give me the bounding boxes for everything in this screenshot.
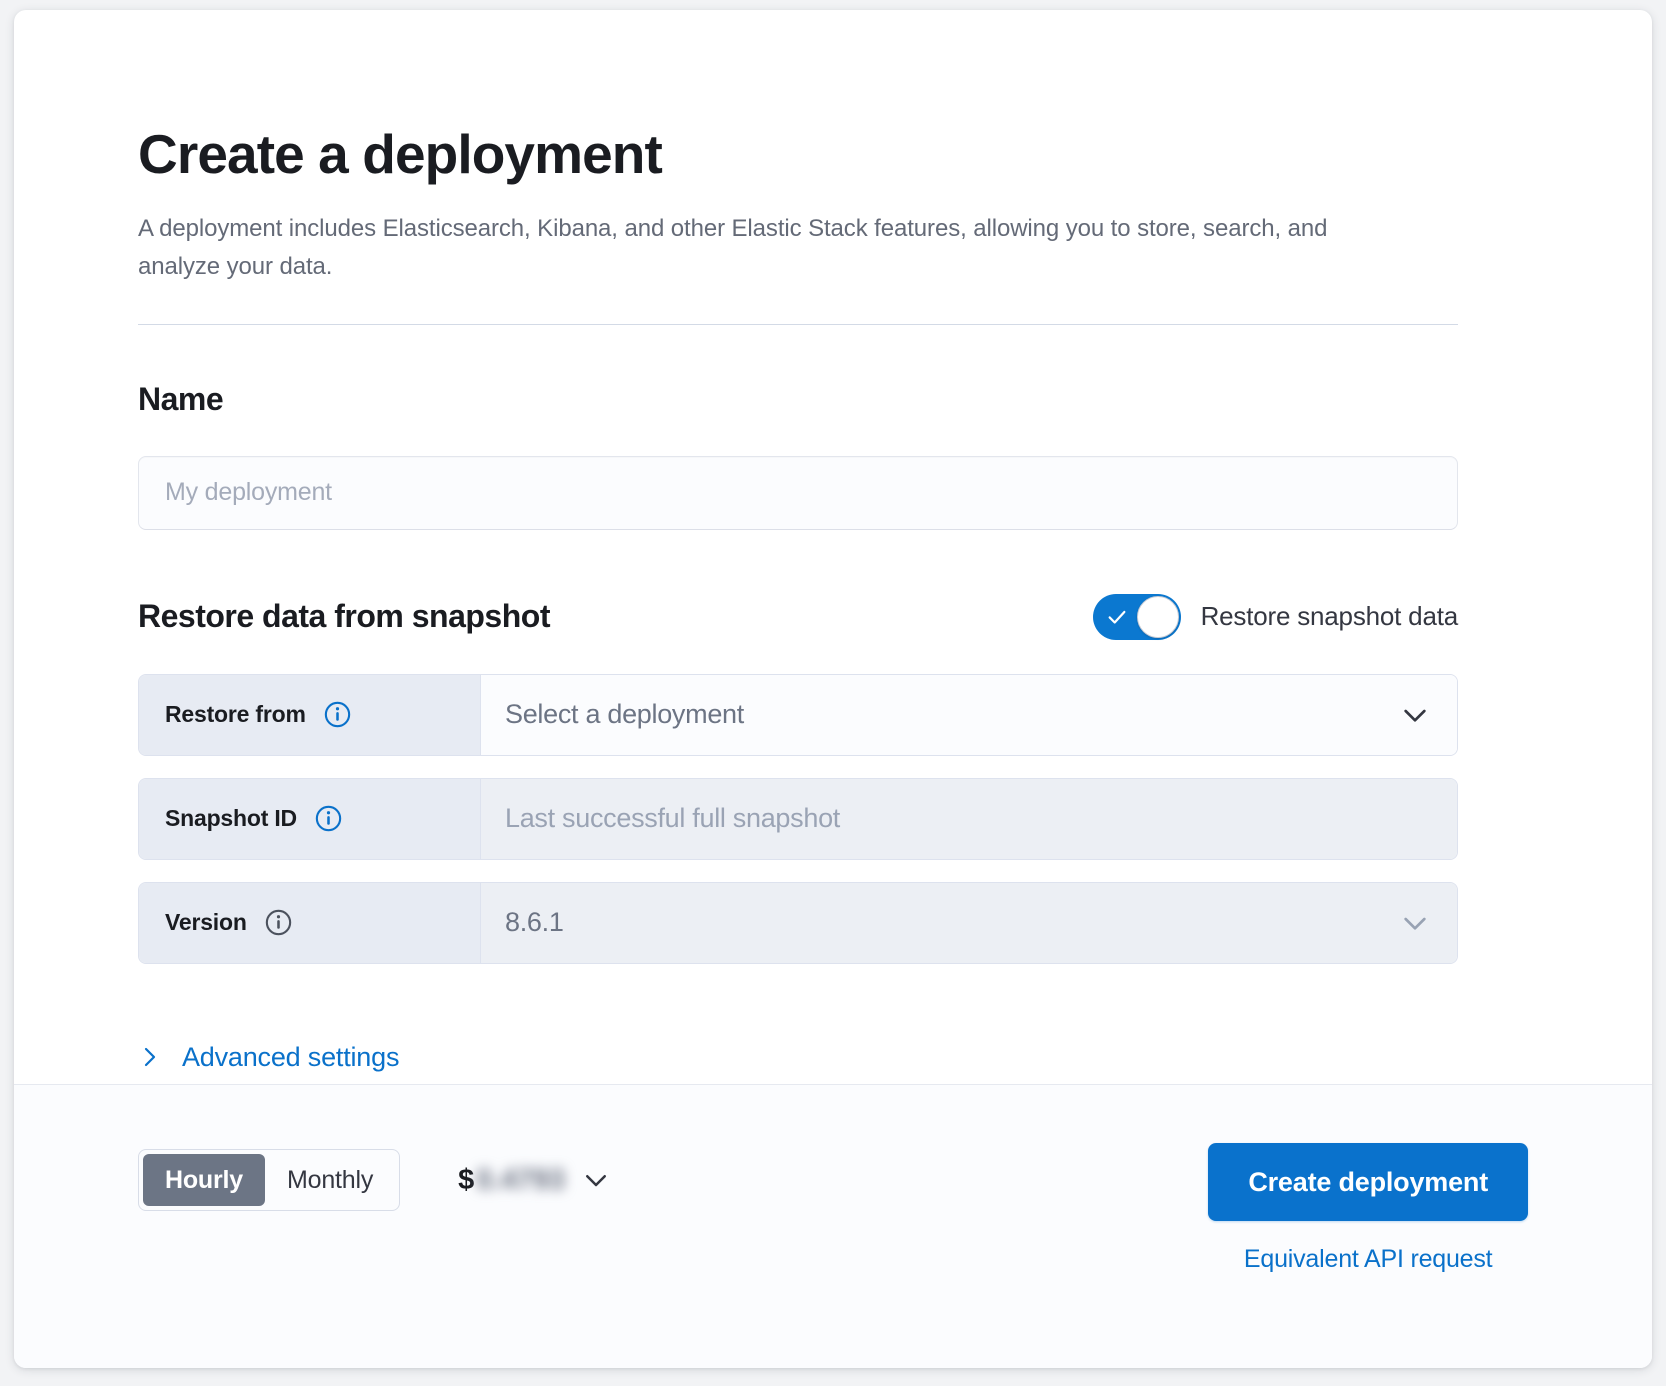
form-row-snapshot-id[interactable]: Snapshot ID Last successful full snapsho…	[138, 777, 1458, 860]
billing-option-hourly[interactable]: Hourly	[143, 1154, 265, 1206]
chevron-down-icon[interactable]	[1399, 699, 1431, 731]
version-select[interactable]: 8.6.1	[481, 882, 1457, 963]
header-divider	[138, 323, 1458, 325]
chevron-down-icon[interactable]	[1399, 907, 1431, 939]
snapshot-id-label: Snapshot ID	[165, 805, 297, 832]
restore-form-rows: Restore from Select a deployment	[138, 673, 1458, 964]
snapshot-id-placeholder: Last successful full snapshot	[505, 803, 840, 834]
form-row-label-cell: Restore from	[139, 674, 481, 755]
deployment-name-input[interactable]: My deployment	[138, 455, 1458, 530]
info-circle-icon[interactable]	[315, 805, 342, 832]
restore-from-label: Restore from	[165, 701, 306, 728]
advanced-settings-label: Advanced settings	[182, 1041, 400, 1072]
restore-section: Restore data from snapshot Restore snaps…	[138, 593, 1458, 1077]
check-icon	[1108, 610, 1126, 624]
footer-left-group: Hourly Monthly $0.4793	[138, 1143, 611, 1211]
snapshot-id-input[interactable]: Last successful full snapshot	[481, 778, 1457, 859]
equivalent-api-request-link[interactable]: Equivalent API request	[1243, 1245, 1493, 1273]
form-row-label-cell: Snapshot ID	[139, 778, 481, 859]
name-section: Name My deployment	[138, 380, 1458, 530]
footer-right-group: Create deployment Equivalent API request	[1208, 1143, 1528, 1274]
footer-bar: Hourly Monthly $0.4793 Create deployment…	[14, 1084, 1652, 1368]
deployment-name-placeholder: My deployment	[165, 478, 332, 507]
price-summary[interactable]: $0.4793	[458, 1164, 611, 1197]
info-circle-icon[interactable]	[324, 701, 351, 728]
price-value: 0.4793	[476, 1163, 565, 1196]
restore-section-header: Restore data from snapshot Restore snaps…	[138, 593, 1459, 640]
content-column: Create a deployment A deployment include…	[14, 123, 1464, 1077]
restore-snapshot-toggle-group[interactable]: Restore snapshot data	[1092, 593, 1459, 640]
restore-snapshot-toggle-label: Restore snapshot data	[1200, 601, 1459, 632]
restore-snapshot-toggle[interactable]	[1092, 593, 1181, 640]
page-title: Create a deployment	[138, 123, 663, 185]
restore-from-select[interactable]: Select a deployment	[481, 674, 1457, 755]
name-section-title: Name	[138, 380, 224, 417]
billing-period-segmented-control[interactable]: Hourly Monthly	[138, 1149, 401, 1211]
chevron-right-icon	[144, 1047, 156, 1067]
restore-section-title: Restore data from snapshot	[138, 598, 550, 635]
form-row-version[interactable]: Version 8.6.1	[138, 881, 1458, 964]
info-circle-icon[interactable]	[265, 909, 292, 936]
form-row-restore-from[interactable]: Restore from Select a deployment	[138, 673, 1458, 756]
page-subtitle: A deployment includes Elasticsearch, Kib…	[138, 214, 1328, 280]
price-amount: $0.4793	[458, 1164, 565, 1197]
billing-option-monthly[interactable]: Monthly	[286, 1165, 374, 1194]
advanced-settings-toggle[interactable]: Advanced settings	[138, 1042, 399, 1073]
chevron-down-icon[interactable]	[581, 1165, 611, 1195]
toggle-knob	[1136, 595, 1179, 638]
create-deployment-button[interactable]: Create deployment	[1208, 1143, 1528, 1221]
card-body: Create a deployment A deployment include…	[14, 10, 1652, 1076]
price-currency: $	[458, 1163, 475, 1196]
version-value: 8.6.1	[505, 907, 564, 938]
form-row-label-cell: Version	[139, 882, 481, 963]
version-label: Version	[165, 909, 247, 936]
restore-from-value: Select a deployment	[505, 699, 744, 730]
create-deployment-card: Create a deployment A deployment include…	[14, 10, 1652, 1368]
